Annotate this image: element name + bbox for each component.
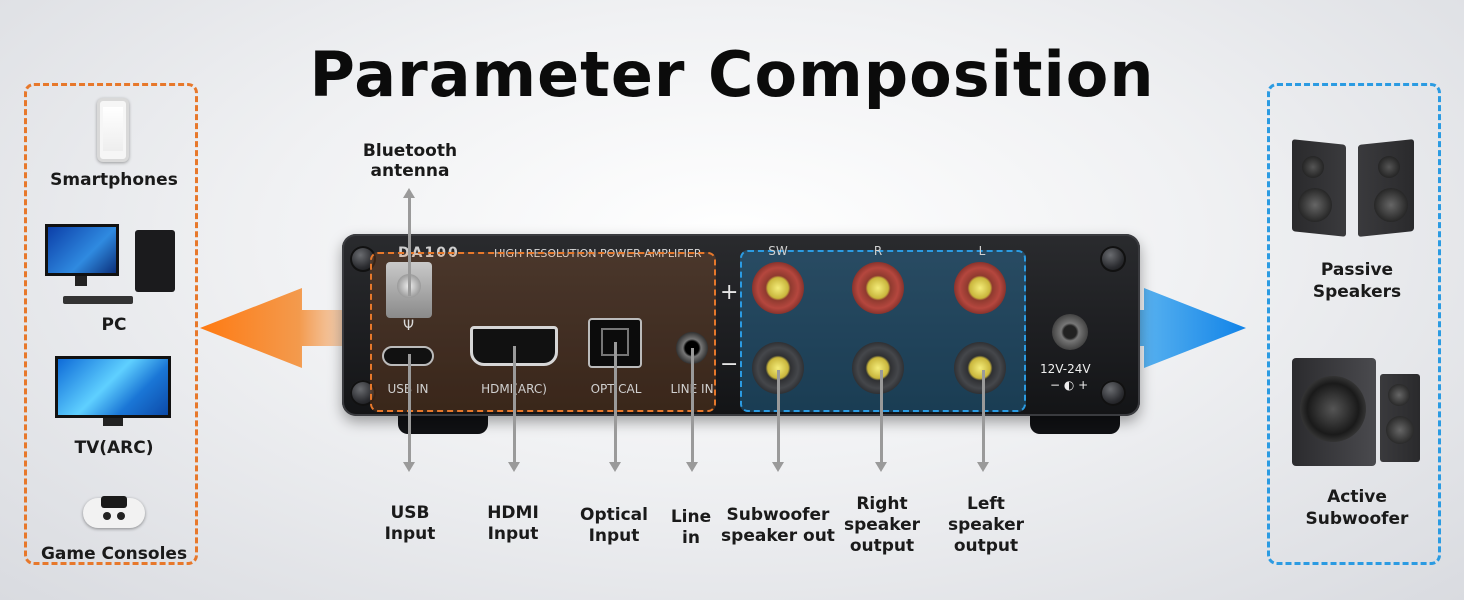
source-label-game-consoles: Game Consoles (40, 544, 188, 564)
power-polarity: − ◐ + (1050, 378, 1089, 392)
output-arrow-icon (1040, 288, 1246, 368)
source-label-tv: TV(ARC) (74, 438, 154, 458)
output-label-subwoofer-line1: Active (1327, 487, 1387, 507)
callout-usb-line2: Input (384, 524, 436, 544)
callout-line-hdmi (513, 346, 516, 462)
power-rating: 12V-24V (1040, 362, 1091, 376)
callout-line-in-line2: in (682, 528, 700, 548)
smartphone-icon (97, 98, 129, 162)
input-sources-panel: Smartphones PC TV(ARC) Game Consoles (24, 83, 198, 565)
channel-label-l: L (978, 244, 986, 258)
callout-arrow-icon (875, 462, 887, 472)
polarity-minus: − (720, 352, 739, 377)
gamepad-icon (83, 490, 145, 534)
left-plus-terminal (954, 262, 1006, 314)
channel-label-sw: SW (768, 244, 788, 258)
output-devices-panel: Passive Speakers Active Subwoofer (1267, 83, 1441, 565)
screw-icon (1100, 246, 1126, 272)
right-minus-terminal (852, 342, 904, 394)
callout-left-line1: Left (967, 494, 1005, 514)
callout-arrow-icon (977, 462, 989, 472)
callout-hdmi-line2: Input (487, 524, 539, 544)
callout-optical-line2: Input (588, 526, 640, 546)
callout-arrow-icon (609, 462, 621, 472)
page-title: Parameter Composition (309, 38, 1155, 111)
pc-icon (45, 224, 181, 306)
callout-hdmi-line1: HDMI (487, 503, 539, 523)
input-arrow-icon (200, 288, 380, 368)
callout-subwoofer-line2: speaker out (721, 526, 835, 546)
callout-line-bluetooth (408, 196, 411, 296)
callout-arrow-icon (772, 462, 784, 472)
left-minus-terminal (954, 342, 1006, 394)
source-label-smartphones: Smartphones (50, 170, 178, 190)
callout-line-right (880, 370, 883, 462)
callout-subwoofer-line1: Subwoofer (726, 505, 830, 525)
callout-right-line2: speaker (843, 515, 921, 535)
sw-plus-terminal (752, 262, 804, 314)
callout-arrow-icon (403, 188, 415, 198)
output-label-subwoofer-line2: Subwoofer (1305, 509, 1409, 529)
callout-right-line1: Right (856, 494, 908, 514)
tv-icon (55, 356, 171, 428)
callout-arrow-icon (508, 462, 520, 472)
source-label-pc: PC (101, 315, 127, 335)
channel-label-r: R (873, 244, 883, 258)
callout-optical-line1: Optical (580, 505, 648, 525)
callout-line-usb (408, 354, 411, 462)
callout-bluetooth-line2: antenna (370, 161, 450, 181)
polarity-plus: + (720, 280, 739, 305)
callout-line-in-line1: Line (670, 507, 712, 527)
callout-usb-line1: USB (390, 503, 430, 523)
bluetooth-icon: Ψ (403, 318, 415, 334)
output-label-passive-line2: Speakers (1312, 282, 1402, 302)
callout-line-subwoofer (777, 370, 780, 462)
dc-power-jack (1052, 314, 1088, 350)
callout-arrow-icon (403, 462, 415, 472)
active-subwoofer-icon (1292, 354, 1422, 470)
callout-arrow-icon (686, 462, 698, 472)
screw-icon (1100, 380, 1126, 406)
output-label-passive-line1: Passive (1320, 260, 1394, 280)
callout-line-optical (614, 342, 617, 462)
callout-left-line3: output (953, 536, 1019, 556)
right-plus-terminal (852, 262, 904, 314)
callout-line-left (982, 370, 985, 462)
passive-speakers-icon (1290, 139, 1420, 238)
callout-right-line3: output (849, 536, 915, 556)
callout-bluetooth-line1: Bluetooth (362, 141, 458, 161)
callout-left-line2: speaker (947, 515, 1025, 535)
callout-line-line-in (691, 348, 694, 462)
